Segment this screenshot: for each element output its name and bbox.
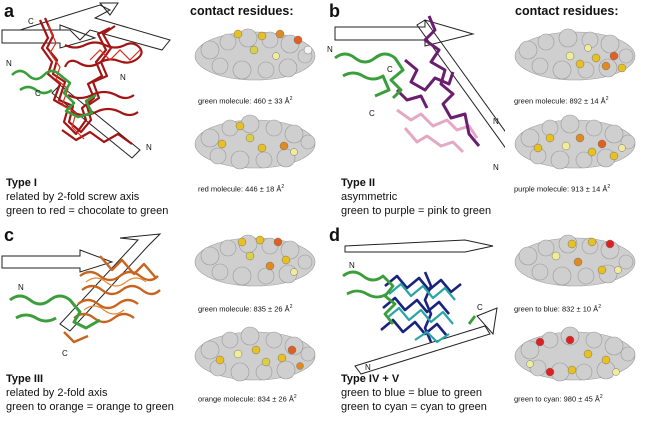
n-terminus-label: N xyxy=(493,117,499,126)
panel-letter: c xyxy=(4,225,15,245)
molecule-area-text: red molecule: 446 ± 18 Å xyxy=(198,184,282,194)
protein-structure-type-ii: N C C N N xyxy=(325,0,505,175)
panel-c: c N C xyxy=(0,216,324,431)
panel-d: d N C xyxy=(325,216,649,431)
molecule-area-text: green to blue: 832 ± 10 Å xyxy=(514,304,599,314)
orange-molecule-area: orange molecule: 834 ± 26 Å2 xyxy=(198,394,297,404)
unit-exponent: 2 xyxy=(293,394,297,400)
unit-exponent: 2 xyxy=(605,96,609,102)
contact-residues-heading: contact residues: xyxy=(190,4,294,18)
surface-purple-molecule xyxy=(510,108,640,176)
panel-letter: d xyxy=(329,225,340,245)
surface-green-molecule xyxy=(510,20,640,88)
green-molecule-area: green molecule: 460 ± 33 Å2 xyxy=(198,96,292,106)
unit-exponent: 2 xyxy=(289,96,293,102)
protein-structure-type-iv-v: N C N xyxy=(325,216,510,376)
n-terminus-label: N xyxy=(365,363,371,372)
c-terminus-label: C xyxy=(28,17,34,26)
unit-exponent: 2 xyxy=(289,304,293,310)
c-terminus-label: C xyxy=(369,109,375,118)
green-to-blue-area: green to blue: 832 ± 10 Å2 xyxy=(514,304,601,314)
caption-line: asymmetric xyxy=(341,191,398,203)
unit-exponent: 2 xyxy=(598,304,601,310)
n-terminus-label: N xyxy=(120,73,126,82)
caption-type-iii: Type III related by 2-fold axis green to… xyxy=(6,372,174,414)
surface-green-to-blue xyxy=(510,226,640,294)
n-terminus-label: N xyxy=(6,59,12,68)
c-terminus-label: C xyxy=(387,65,393,74)
caption-line: related by 2-fold axis xyxy=(6,387,108,399)
protein-structure-type-i: C N C N N xyxy=(0,0,175,170)
protein-structure-type-iii: N C xyxy=(0,216,180,366)
type-title: Type III xyxy=(6,373,44,385)
green-to-cyan-area: green to cyan: 980 ± 45 Å2 xyxy=(514,394,603,404)
c-terminus-label: C xyxy=(62,349,68,358)
molecule-area-text: orange molecule: 834 ± 26 Å xyxy=(198,394,294,404)
molecule-area-text: purple molecule: 913 ± 14 Å xyxy=(514,184,608,194)
red-molecule-area: red molecule: 446 ± 18 Å2 xyxy=(198,184,284,194)
c-terminus-label: C xyxy=(477,303,483,312)
unit-exponent: 2 xyxy=(599,394,603,400)
purple-molecule-area: purple molecule: 913 ± 14 Å2 xyxy=(514,184,610,194)
contact-residues-heading: contact residues: xyxy=(515,4,619,18)
caption-line: green to cyan = cyan to green xyxy=(341,401,487,413)
molecule-area-text: green molecule: 892 ± 14 Å xyxy=(514,96,606,106)
panel-letter: b xyxy=(329,1,340,21)
green-molecule-area: green molecule: 892 ± 14 Å2 xyxy=(514,96,608,106)
n-terminus-label: N xyxy=(349,261,355,270)
type-title: Type I xyxy=(6,177,37,189)
molecule-area-text: green molecule: 835 ± 26 Å xyxy=(198,304,290,314)
panel-letter: a xyxy=(4,1,15,21)
n-terminus-label: N xyxy=(146,143,152,152)
n-terminus-label: N xyxy=(493,163,499,172)
n-terminus-label: N xyxy=(327,45,333,54)
c-terminus-label: C xyxy=(35,89,41,98)
panel-b: b contact residues: N C C xyxy=(325,0,649,218)
surface-green-molecule xyxy=(190,20,320,88)
caption-line: green to orange = orange to green xyxy=(6,401,174,413)
caption-type-i: Type I related by 2-fold screw axis gree… xyxy=(6,176,168,218)
type-title: Type IV + V xyxy=(341,373,400,385)
caption-line: green to purple = pink to green xyxy=(341,205,492,217)
unit-exponent: 2 xyxy=(607,184,611,190)
green-molecule-area: green molecule: 835 ± 26 Å2 xyxy=(198,304,292,314)
surface-orange-molecule xyxy=(190,320,320,388)
caption-type-ii: Type II asymmetric green to purple = pin… xyxy=(341,176,491,218)
surface-green-molecule xyxy=(190,226,320,294)
molecule-area-text: green to cyan: 980 ± 45 Å xyxy=(514,394,600,404)
caption-line: related by 2-fold screw axis xyxy=(6,191,140,203)
caption-line: green to red = chocolate to green xyxy=(6,205,169,217)
surface-green-to-cyan xyxy=(510,320,640,388)
caption-line: green to blue = blue to green xyxy=(341,387,482,399)
unit-exponent: 2 xyxy=(281,184,285,190)
surface-red-molecule xyxy=(190,108,320,176)
molecule-area-text: green molecule: 460 ± 33 Å xyxy=(198,96,290,106)
type-title: Type II xyxy=(341,177,376,189)
panel-a: a contact residues: xyxy=(0,0,324,218)
n-terminus-label: N xyxy=(18,283,24,292)
caption-type-iv-v: Type IV + V green to blue = blue to gree… xyxy=(341,372,487,414)
